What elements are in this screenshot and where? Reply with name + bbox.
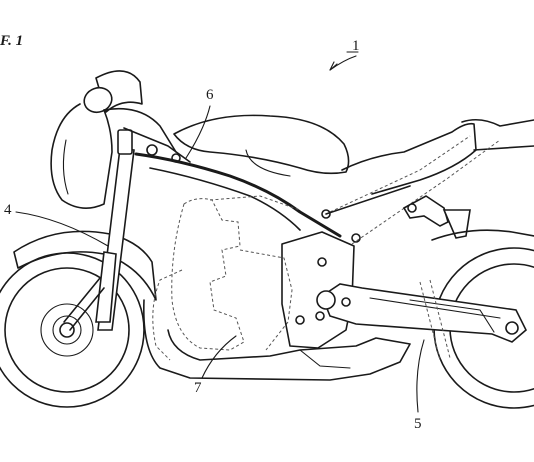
callout-label-4: 4 xyxy=(4,202,12,218)
rear-fender xyxy=(431,229,534,241)
callout-label-7: 7 xyxy=(194,380,202,396)
fuel-tank xyxy=(173,114,350,175)
callout-1: 1 xyxy=(329,38,360,71)
callout-5: 5 xyxy=(414,339,425,432)
callout-label-6: 6 xyxy=(206,87,214,103)
lower-fairing xyxy=(143,299,411,381)
figure-label: F. 1 xyxy=(0,33,23,49)
footpeg-bracket xyxy=(402,195,471,239)
handlebar xyxy=(117,127,191,163)
front-cowl xyxy=(50,70,177,209)
swingarm xyxy=(316,283,527,343)
engine xyxy=(152,195,301,361)
main-frame xyxy=(134,152,342,238)
callout-7: 7 xyxy=(194,335,237,396)
callout-label-1: 1 xyxy=(352,38,360,54)
front-fender xyxy=(13,230,157,301)
callout-label-5: 5 xyxy=(414,416,422,432)
callout-6: 6 xyxy=(185,87,214,159)
callout-4: 4 xyxy=(4,202,109,247)
side-cover xyxy=(281,231,355,349)
tail-section xyxy=(341,118,534,195)
front-wheel xyxy=(0,252,145,408)
